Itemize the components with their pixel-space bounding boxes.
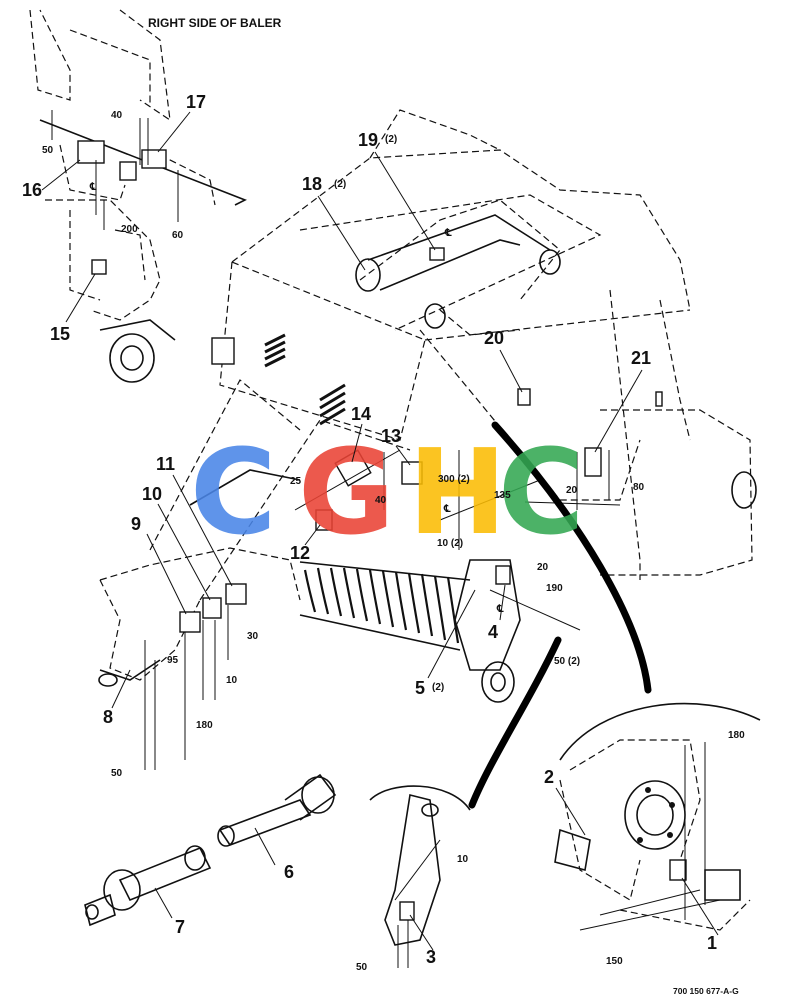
driveshaft-part-7 <box>84 845 212 927</box>
callout-19-qty: (2) <box>385 134 397 145</box>
dimension-label: 80 <box>633 482 645 493</box>
callout-9: 9 <box>131 514 141 534</box>
decal-19 <box>429 247 445 261</box>
decal-16 <box>77 140 105 164</box>
dimension-label: 50 (2) <box>554 656 580 667</box>
leader-to-detail-3 <box>468 636 562 809</box>
side-panel <box>211 337 235 365</box>
svg-text:C: C <box>498 423 585 561</box>
wheel <box>109 333 155 383</box>
callout-18-qty: (2) <box>334 179 346 190</box>
dimension-label: 50 <box>356 962 368 973</box>
dimension-label: 190 <box>546 583 563 594</box>
bottom-right-inset <box>554 702 761 931</box>
svg-text:℄: ℄ <box>496 604 504 615</box>
pickup-auger <box>299 561 471 651</box>
callout-10: 10 <box>142 484 162 504</box>
dimension-label: 40 <box>111 110 123 121</box>
dimension-label: 50 <box>42 145 54 156</box>
callout-11: 11 <box>156 454 175 474</box>
dimension-label: 10 <box>457 854 469 865</box>
dimension-label: 40 <box>375 495 387 506</box>
dimension-label: 180 <box>196 720 213 731</box>
callout-14: 14 <box>351 404 371 424</box>
cghc-watermark-logo: C G H C <box>190 423 585 561</box>
dimension-label: 10 <box>226 675 238 686</box>
callout-12: 12 <box>290 543 310 563</box>
svg-text:℄: ℄ <box>443 504 451 515</box>
decal-4 <box>495 565 511 585</box>
callout-1: 1 <box>707 933 717 953</box>
dimension-label: 150 <box>606 956 623 967</box>
callout-labels: 1 2 3 4 5 (2) 6 7 8 9 10 11 12 13 14 15 … <box>22 92 717 967</box>
drawing-code: 700 150 677-A-G <box>673 986 739 996</box>
dimension-label: 30 <box>247 631 259 642</box>
driveshaft-part-6 <box>217 773 337 847</box>
diagram-title: RIGHT SIDE OF BALER <box>148 16 282 30</box>
callout-5: 5 <box>415 678 425 698</box>
baler-body <box>98 109 757 770</box>
svg-text:℄: ℄ <box>444 228 452 239</box>
dimension-label: 10 (2) <box>437 538 463 549</box>
decal-14 <box>334 449 372 487</box>
svg-text:H: H <box>408 423 507 561</box>
dimension-label: 200 <box>121 224 138 235</box>
callout-7: 7 <box>175 917 185 937</box>
dimension-label: 25 <box>290 476 302 487</box>
svg-text:G: G <box>298 423 395 561</box>
decal-21 <box>584 447 602 477</box>
dimension-label: 180 <box>728 730 745 741</box>
leader-to-detail-1 <box>491 421 652 694</box>
callout-18: 18 <box>302 174 322 194</box>
callout-8: 8 <box>103 707 113 727</box>
callout-5-qty: (2) <box>432 682 444 693</box>
bottom-center-inset <box>369 785 471 968</box>
dimension-label: 20 <box>566 485 578 496</box>
dimension-label: 95 <box>167 655 179 666</box>
callout-4: 4 <box>488 622 498 642</box>
dimension-label: 50 <box>111 768 123 779</box>
decal-13 <box>401 461 423 485</box>
callout-19: 19 <box>358 130 378 150</box>
decal-1 <box>669 859 687 881</box>
callout-2: 2 <box>544 767 554 787</box>
decal-15 <box>91 259 107 275</box>
svg-text:℄: ℄ <box>89 182 97 193</box>
leader-lines <box>41 111 719 951</box>
top-left-inset <box>29 9 247 383</box>
dimension-labels: 40 50 60 200 25 40 300 (2) 10 (2) 135 20… <box>42 110 745 973</box>
dimension-label: 20 <box>537 562 549 573</box>
svg-text:C: C <box>190 423 277 561</box>
dimension-label: 135 <box>494 490 511 501</box>
decal-20 <box>517 388 531 406</box>
callout-17: 17 <box>186 92 206 112</box>
decal-11 <box>225 583 247 605</box>
callout-15: 15 <box>50 324 70 344</box>
callout-6: 6 <box>284 862 294 882</box>
callout-3: 3 <box>426 947 436 967</box>
decal-17 <box>141 149 167 169</box>
callout-20: 20 <box>484 328 504 348</box>
decal-17b <box>119 161 137 181</box>
callout-13: 13 <box>381 426 401 446</box>
dimension-label: 60 <box>172 230 184 241</box>
callout-16: 16 <box>22 180 42 200</box>
decal-9 <box>179 611 201 633</box>
callout-21: 21 <box>631 348 651 368</box>
decal-10 <box>202 597 222 619</box>
dimension-label: 300 (2) <box>438 474 470 485</box>
gearbox-flange <box>624 780 686 850</box>
centerline-icon: ℄ ℄ ℄ ℄ <box>89 182 504 615</box>
